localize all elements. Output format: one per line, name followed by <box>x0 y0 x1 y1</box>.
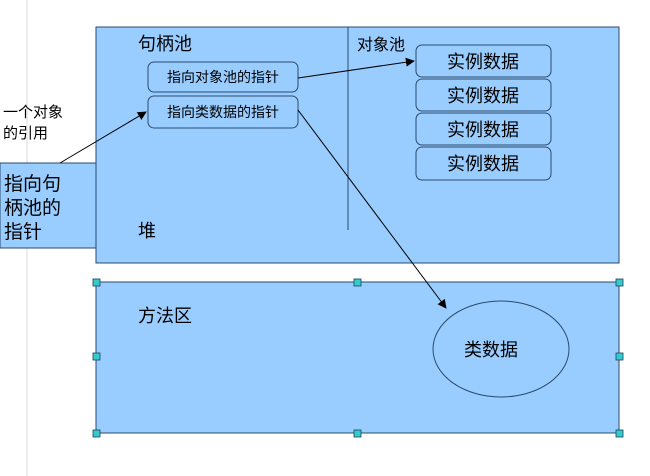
resize-handle-s[interactable] <box>353 429 362 438</box>
instance-data-text: 实例数据 <box>447 86 519 107</box>
handle-pool-title: 句柄池 <box>138 34 192 55</box>
handle-class-pointer-text: 指向类数据的指针 <box>167 105 279 121</box>
resize-handle-w[interactable] <box>92 352 101 361</box>
instance-data-text: 实例数据 <box>447 154 519 175</box>
reference-label-line-2: 的引用 <box>3 124 48 142</box>
reference-label-line-1: 一个对象 <box>3 103 63 121</box>
selection-handles[interactable] <box>92 278 624 438</box>
handle-pointer-label-line-1: 指向句 <box>4 173 61 195</box>
reference-box <box>0 162 97 249</box>
handle-object-pointer-text: 指向对象池的指针 <box>167 70 279 86</box>
method-area-title: 方法区 <box>138 306 192 327</box>
instance-data-text: 实例数据 <box>447 120 519 141</box>
heap-title: 堆 <box>138 221 156 242</box>
instance-data-box <box>415 146 552 181</box>
resize-handle-se[interactable] <box>615 429 624 438</box>
resize-handle-e[interactable] <box>615 352 624 361</box>
handle-pointer-label-line-3: 指针 <box>4 221 42 243</box>
handle-class-pointer-box <box>147 95 299 129</box>
resize-handle-sw[interactable] <box>92 429 101 438</box>
instance-data-box <box>415 78 552 112</box>
class-data-text: 类数据 <box>464 340 518 361</box>
resize-handle-ne[interactable] <box>615 278 624 287</box>
instance-data-box <box>415 112 552 146</box>
handle-pointer-label-line-2: 柄池的 <box>4 197 61 219</box>
object-pool-title: 对象池 <box>357 35 405 54</box>
handle-object-pointer-box <box>147 61 299 93</box>
resize-handle-nw[interactable] <box>92 278 101 287</box>
resize-handle-n[interactable] <box>353 278 362 287</box>
arrow-handle-to-class-data <box>297 109 447 309</box>
arrow-handle-to-instance <box>297 57 415 79</box>
instance-data-text: 实例数据 <box>447 52 519 73</box>
instance-data-box <box>415 44 552 78</box>
class-data-ellipse <box>432 300 570 398</box>
arrow-reference-to-handle <box>59 111 147 164</box>
